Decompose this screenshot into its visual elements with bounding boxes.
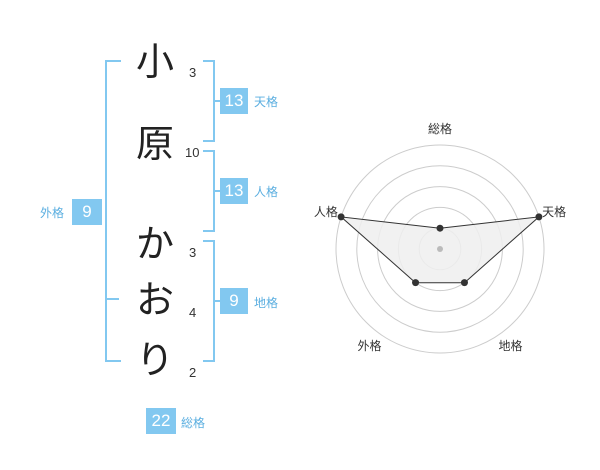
tenkaku-connector	[213, 100, 220, 102]
stroke-count-5: 2	[189, 365, 197, 380]
chikaku-connector	[213, 300, 220, 302]
radar-point-1	[436, 224, 444, 232]
chikaku-label: 地格	[254, 296, 279, 310]
radar-point-3	[460, 279, 468, 287]
name-char-3: か	[135, 222, 174, 266]
soukaku-label: 総格	[181, 416, 206, 430]
jinkaku-label: 人格	[254, 185, 279, 199]
stroke-count-4: 4	[189, 305, 197, 320]
radar-axis-label-5: 人格	[314, 204, 338, 219]
gaikaku-value: 9	[72, 199, 102, 225]
chikaku-value: 9	[220, 288, 248, 314]
name-char-4: お	[135, 278, 174, 322]
gaikaku-connector	[105, 298, 119, 300]
radar-point-4	[412, 279, 420, 287]
stroke-count-2: 10	[185, 145, 200, 160]
radar-point-5	[337, 213, 345, 221]
name-char-5: り	[135, 338, 174, 382]
jinkaku-connector	[213, 190, 220, 192]
radar-axis-label-2: 天格	[542, 204, 566, 219]
radar-grid-ring-4	[356, 165, 524, 333]
gaikaku-bracket	[105, 60, 121, 362]
soukaku-value: 22	[146, 408, 176, 434]
tenkaku-label: 天格	[254, 95, 279, 109]
radar-axis-label-3: 地格	[499, 338, 523, 353]
radar-grid-ring-5	[335, 144, 545, 354]
radar-axis-label-1: 総格	[428, 121, 452, 136]
radar-axis-label-4: 外格	[357, 338, 381, 353]
stroke-count-1: 3	[189, 65, 197, 80]
name-char-1: 小	[135, 40, 174, 84]
jinkaku-value: 13	[220, 178, 248, 204]
radar-center-dot	[437, 246, 443, 252]
gaikaku-label: 外格	[40, 206, 65, 220]
radar-point-2	[535, 213, 543, 221]
tenkaku-value: 13	[220, 88, 248, 114]
stroke-count-3: 3	[189, 245, 197, 260]
name-char-2: 原	[135, 122, 174, 166]
